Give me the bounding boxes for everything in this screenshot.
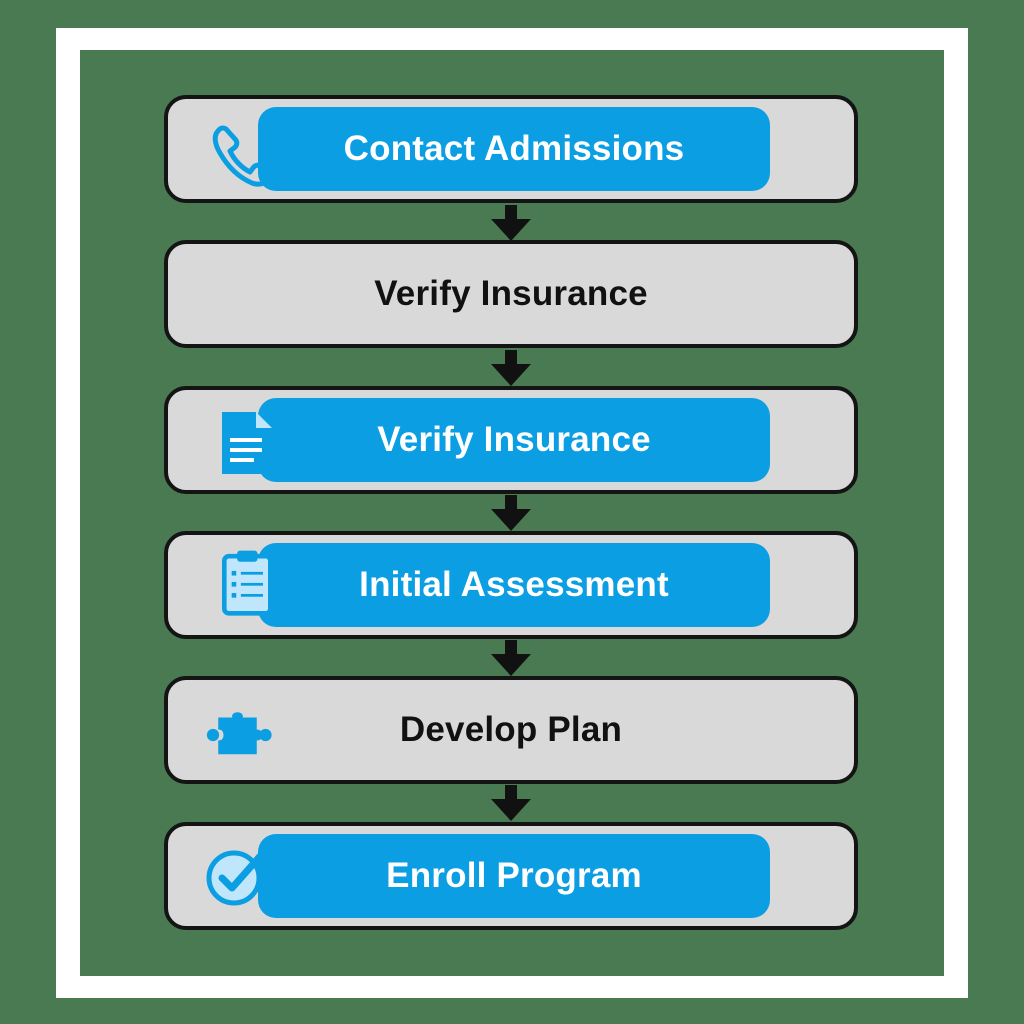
step-enroll-program: Enroll Program	[164, 822, 858, 930]
step-verify-insurance-documents: Verify Insurance	[164, 386, 858, 494]
check-circle-icon	[206, 850, 266, 906]
arrow-down-icon	[491, 205, 531, 241]
step-label: Enroll Program	[386, 856, 642, 895]
arrow-down-icon	[491, 640, 531, 676]
step-initial-assessment: Initial Assessment	[164, 531, 858, 639]
phone-icon	[212, 125, 273, 187]
step-label: Initial Assessment	[359, 565, 669, 604]
step-highlight	[258, 398, 770, 482]
arrow-down-icon	[491, 350, 531, 386]
document-icon	[222, 412, 272, 474]
step-highlight	[258, 107, 770, 191]
arrow-down-icon	[491, 495, 531, 531]
arrow-down-icon	[491, 785, 531, 821]
step-highlight	[258, 543, 770, 627]
step-label: Verify Insurance	[374, 274, 648, 313]
step-highlight	[258, 834, 770, 918]
step-label: Contact Admissions	[343, 129, 685, 168]
step-label: Develop Plan	[399, 710, 623, 749]
step-verify-insurance: Verify Insurance	[164, 240, 858, 348]
puzzle-icon	[206, 712, 272, 755]
step-label: Verify Insurance	[377, 420, 651, 459]
step-develop-plan: Develop Plan	[164, 676, 858, 784]
step-contact-admissions: Contact Admissions	[164, 95, 858, 203]
clipboard-icon	[221, 550, 273, 616]
